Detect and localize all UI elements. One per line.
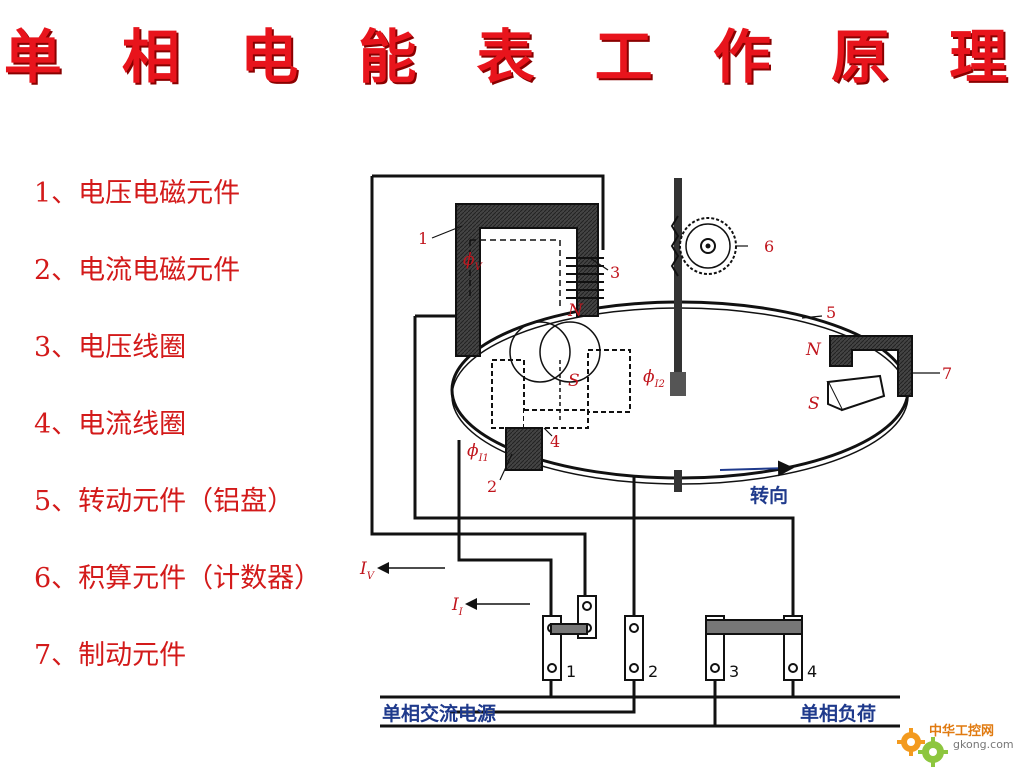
part-label-7: 7 [942,364,952,383]
part-label-5: 5 [826,303,836,322]
gear-icon [897,728,948,767]
spindle [674,178,682,396]
watermark-logo: 中华工控网 gkong.com [895,716,1025,768]
current-v-label: IV [359,559,376,582]
flux-i2-label: ϕI2 [643,367,665,390]
part-label-6: 6 [764,237,774,256]
magnet-s-label: S [808,394,820,414]
component-legend: 1、电压电磁元件 2、电流电磁元件 3、电压线圈 4、电流线圈 5、转动元件（铝… [34,172,321,711]
flux-v-label: ϕV [463,250,484,273]
terminal-label-3: 3 [729,662,739,681]
legend-item-current-element: 2、电流电磁元件 [34,255,241,286]
load-label: 单相负荷 [800,702,876,725]
terminal-block [542,595,803,681]
pole-n-label: N [567,301,584,321]
part-label-1: 1 [418,229,428,248]
legend-item-voltage-coil: 3、电压线圈 [34,332,187,363]
logo-text-cn: 中华工控网 [929,724,995,739]
legend-item-aluminum-disc: 5、转动元件（铝盘） [34,486,295,517]
logo-text-en: gkong.com [953,738,1014,751]
current-i-label: II [451,595,464,618]
part-label-3: 3 [610,263,620,282]
part-label-2: 2 [487,477,497,496]
counter-gear [670,215,737,277]
legend-item-voltage-element: 1、电压电磁元件 [34,178,241,209]
legend-item-brake-element: 7、制动元件 [34,640,187,671]
terminal-label-4: 4 [807,662,817,681]
voltage-electromagnet [455,203,604,357]
voltage-coil [566,257,604,299]
page-title: 单 相 电 能 表 工 作 原 理 [3,23,1028,91]
legend-item-current-coil: 4、电流线圈 [34,409,187,440]
terminal-label-1: 1 [566,662,576,681]
rotation-label: 转向 [750,484,788,507]
part-label-4: 4 [550,432,560,451]
legend-item-counter: 6、积算元件（计数器） [34,563,322,594]
source-label: 单相交流电源 [382,702,496,725]
flux-i1-label: ϕI1 [467,441,489,464]
terminal-label-2: 2 [648,662,658,681]
current-electromagnet [491,321,631,471]
brake-magnet [826,335,913,412]
wiring [370,174,900,728]
pole-s-label: S [568,371,580,391]
magnet-n-label: N [805,340,822,360]
